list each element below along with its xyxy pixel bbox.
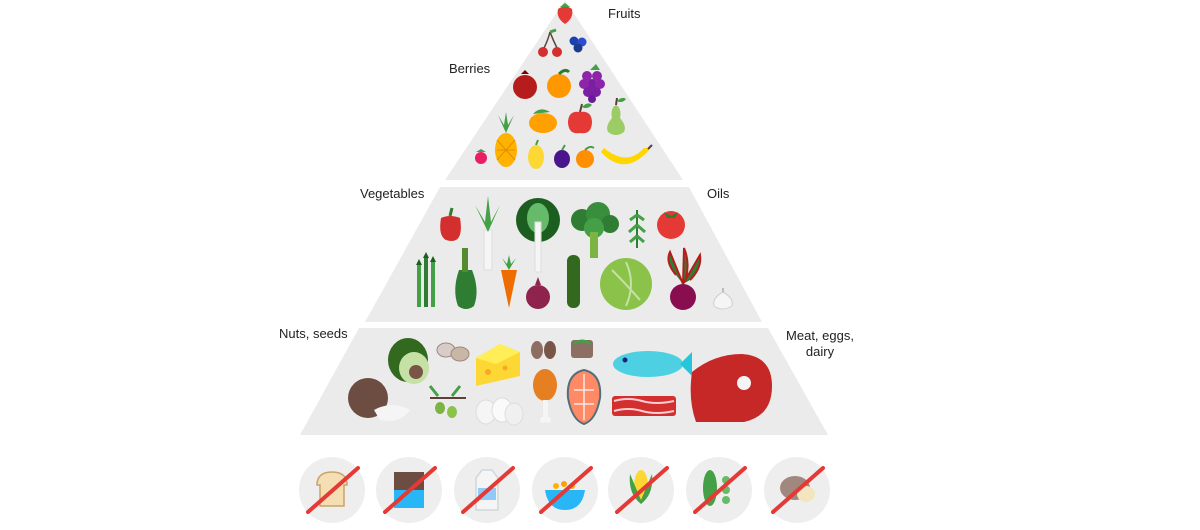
steak-icon [690, 354, 772, 422]
label-meat-eggs-dairy: Meat, eggs, dairy [786, 328, 854, 359]
excluded-milk [454, 457, 520, 523]
excluded-cereal [532, 457, 598, 523]
pineapple-icon [495, 112, 517, 167]
red-pepper-icon [440, 207, 461, 241]
lemon-icon [528, 139, 544, 169]
asparagus-icon [416, 252, 436, 307]
label-oils: Oils [707, 186, 730, 201]
prohibited-slash [306, 466, 360, 514]
potato-icon [780, 476, 815, 502]
walnut-icon [571, 339, 593, 358]
salmon-steak-icon [566, 368, 602, 426]
broccoli-icon [571, 202, 619, 258]
strawberry-icon [557, 3, 573, 24]
cheese-icon [476, 344, 520, 386]
orange-icon [547, 68, 571, 98]
avocado-icon [388, 338, 429, 384]
olives-icon [428, 385, 466, 418]
excluded-peas [686, 457, 752, 523]
cabbage-icon [600, 258, 652, 310]
label-vegetables: Vegetables [360, 186, 425, 201]
coconut-icon [348, 378, 410, 421]
bacon-icon [612, 396, 676, 416]
chicken-leg-icon [533, 369, 557, 423]
onion-icon [526, 277, 550, 309]
banana-icon [601, 144, 653, 165]
tomato-icon [657, 211, 685, 239]
chard-icon [516, 198, 560, 273]
almonds-icon [531, 341, 556, 359]
garlic-icon [713, 288, 733, 310]
plum-icon [554, 144, 570, 168]
grapes-icon [579, 64, 605, 103]
excluded-chocolate [376, 457, 442, 523]
raspberry-icon [475, 149, 487, 164]
label-fruits: Fruits [608, 6, 641, 21]
excluded-potato [764, 457, 830, 523]
label-berries: Berries [449, 61, 491, 76]
zucchini-icon [455, 248, 477, 309]
carrot-icon [501, 255, 517, 308]
cherries-icon [538, 28, 562, 57]
red-apple-icon [568, 103, 592, 134]
leek-icon [475, 196, 500, 271]
label-nuts-seeds: Nuts, seeds [279, 326, 348, 341]
blueberries-icon [569, 36, 587, 53]
fish-icon [613, 351, 692, 377]
excluded-bread [299, 457, 365, 523]
excluded-corn [608, 457, 674, 523]
cucumber-icon [567, 255, 580, 308]
pear-icon [607, 97, 626, 135]
eggs-icon [475, 397, 524, 426]
herb-icon [628, 210, 646, 248]
beet-icon [667, 247, 702, 310]
mango-icon [529, 109, 557, 133]
apricot-icon [576, 145, 595, 168]
nuts-icon [436, 342, 470, 362]
pomegranate-icon [513, 70, 537, 99]
